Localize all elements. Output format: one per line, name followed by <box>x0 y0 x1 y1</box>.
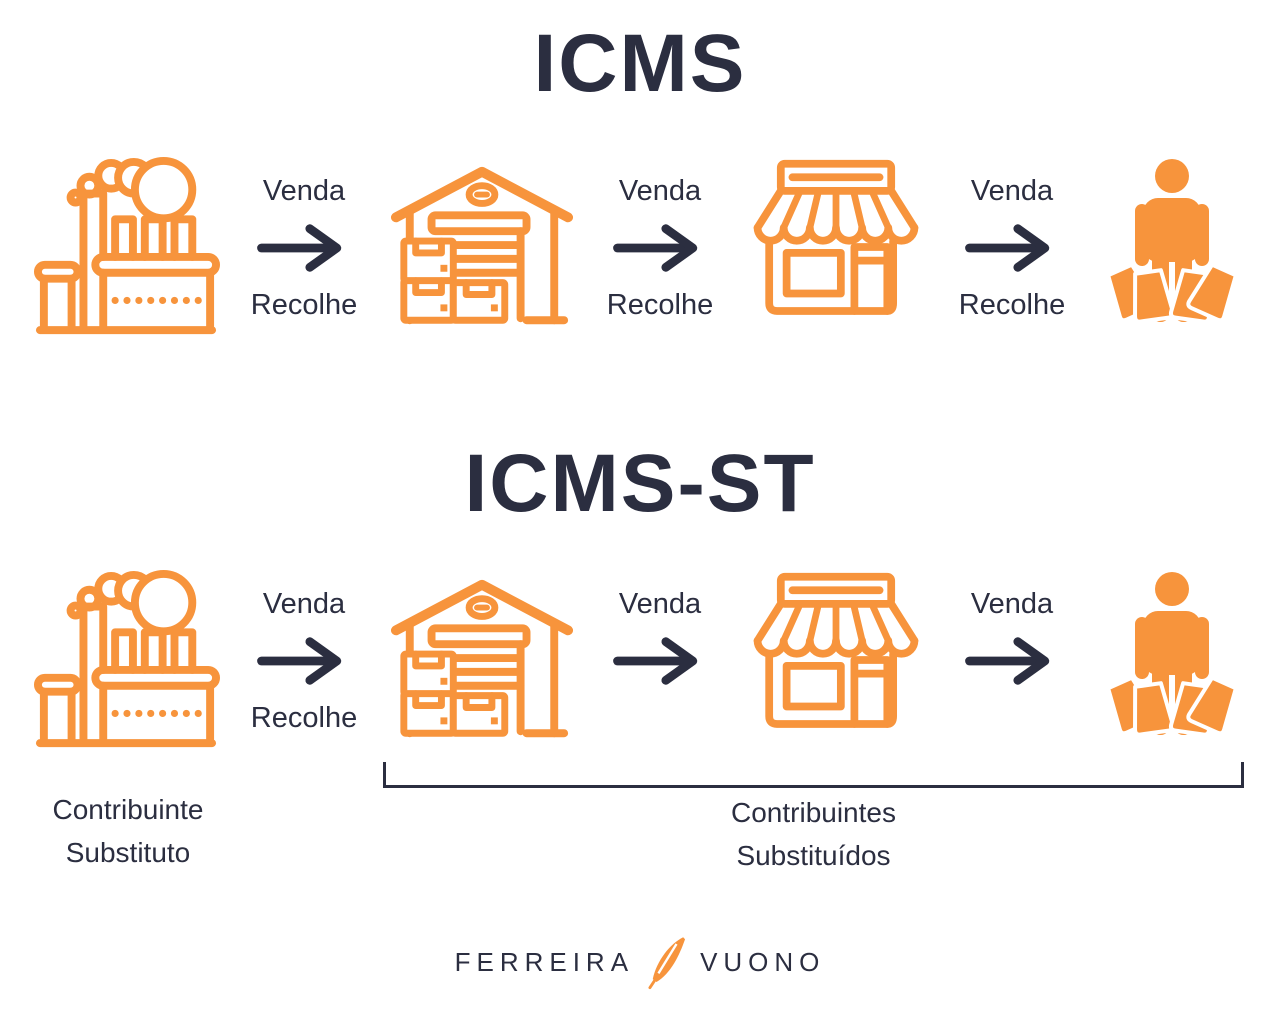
icms-st-flow-row: Venda Recolhe Venda Venda <box>32 555 1248 767</box>
arrow-right-icon <box>254 632 354 690</box>
substituted-bracket <box>383 762 1244 788</box>
substituted-caption-line2: Substituídos <box>736 840 891 871</box>
venda-label: Venda <box>262 175 346 207</box>
icms-title: ICMS <box>533 18 747 109</box>
substituted-caption: Contribuintes Substituídos <box>383 791 1244 877</box>
venda-label: Venda <box>618 588 702 620</box>
warehouse-icon <box>388 145 576 351</box>
icms-st-arrow-group-2: Venda <box>603 587 717 735</box>
factory-icon <box>32 149 220 347</box>
substituted-caption-line1: Contribuintes <box>731 797 896 828</box>
consumer-icon <box>1096 148 1248 348</box>
arrow-right-icon <box>962 219 1062 277</box>
factory-icon <box>32 562 220 760</box>
recolhe-label: Recolhe <box>250 289 358 321</box>
feather-icon <box>648 934 686 990</box>
warehouse-icon <box>388 558 576 764</box>
brand-name-left: FERREIRA <box>454 946 635 977</box>
substitute-caption-line2: Substituto <box>65 837 191 868</box>
venda-label: Venda <box>970 175 1054 207</box>
arrow-right-icon <box>610 219 710 277</box>
substitute-caption-line1: Contribuinte <box>52 794 204 825</box>
store-icon <box>744 561 928 761</box>
brand-logo: FERREIRA VUONO <box>0 934 1280 990</box>
arrow-right-icon <box>254 219 354 277</box>
icms-st-arrow-group-1: Venda Recolhe <box>247 587 361 735</box>
icms-st-arrow-group-3: Venda <box>955 587 1069 735</box>
icms-arrow-group-1: Venda Recolhe <box>247 174 361 322</box>
icms-flow-row: Venda Recolhe Venda Recolhe Venda Recolh… <box>32 142 1248 354</box>
icms-arrow-group-2: Venda Recolhe <box>603 174 717 322</box>
recolhe-label: Recolhe <box>250 702 358 734</box>
venda-label: Venda <box>618 175 702 207</box>
venda-label: Venda <box>970 588 1054 620</box>
icms-arrow-group-3: Venda Recolhe <box>955 174 1069 322</box>
recolhe-label: Recolhe <box>606 289 714 321</box>
store-icon <box>744 148 928 348</box>
recolhe-label: Recolhe <box>958 289 1066 321</box>
arrow-right-icon <box>610 632 710 690</box>
arrow-right-icon <box>962 632 1062 690</box>
consumer-icon <box>1096 561 1248 761</box>
substitute-caption: Contribuinte Substituto <box>16 788 240 874</box>
brand-name-right: VUONO <box>700 946 826 977</box>
icms-st-title: ICMS-ST <box>464 438 816 529</box>
venda-label: Venda <box>262 588 346 620</box>
